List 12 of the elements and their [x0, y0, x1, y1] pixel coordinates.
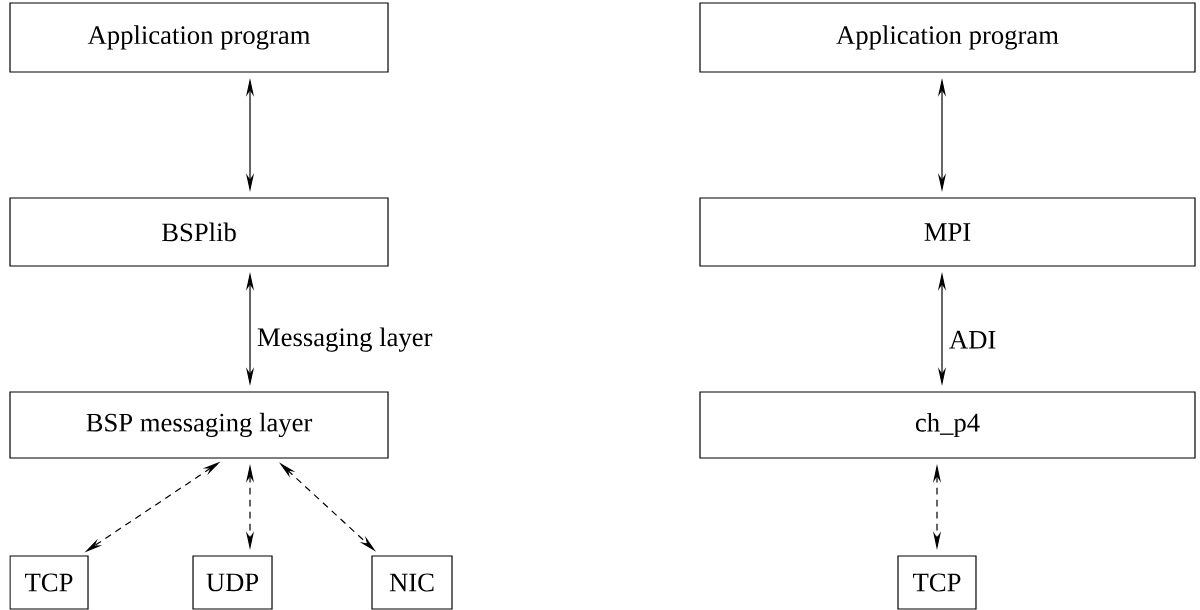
- layer-box: TCP: [897, 555, 977, 610]
- edge-label: Messaging layer: [257, 327, 433, 352]
- layer-box: BSPlib: [9, 197, 389, 267]
- layer-box: UDP: [192, 555, 273, 610]
- layer-box: BSP messaging layer: [9, 391, 389, 459]
- layer-box: ch_p4: [699, 391, 1196, 459]
- layer-box: Application program: [9, 2, 389, 73]
- layer-box: Application program: [699, 2, 1196, 73]
- layer-box: TCP: [9, 555, 89, 610]
- edge-label: ADI: [949, 330, 996, 349]
- layer-box: NIC: [371, 555, 453, 610]
- layer-box: MPI: [699, 197, 1196, 267]
